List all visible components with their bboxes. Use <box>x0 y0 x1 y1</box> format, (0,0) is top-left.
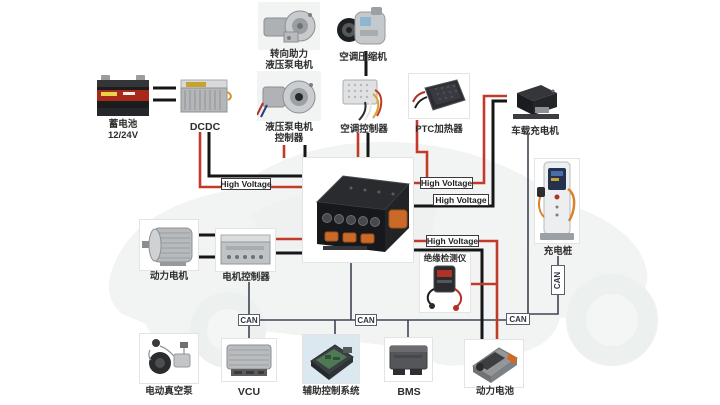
charging-pile-label: 充电桩 <box>543 246 573 257</box>
battery-12v-photo <box>93 71 153 119</box>
high-voltage-label-right-3: High Voltage <box>426 235 479 247</box>
onboard-charger-label: 车载充电机 <box>511 126 559 137</box>
high-voltage-label-right-2: High Voltage <box>433 194 489 206</box>
bms-label: BMS <box>397 386 421 398</box>
can-label-middle: CAN <box>355 314 377 326</box>
traction-battery-label: 动力电池 <box>475 386 514 397</box>
steering-pump-motor-photo <box>258 2 320 50</box>
aux-control-label: 辅助控制系统 <box>302 386 360 397</box>
motor-controller-photo <box>215 228 276 272</box>
traction-battery-photo <box>464 339 524 388</box>
dcdc-photo <box>176 72 234 119</box>
battery-12v-label: 蓄电池 12/24V <box>107 119 139 142</box>
vcu-photo <box>221 338 277 382</box>
vacuum-pump-label: 电动真空泵 <box>145 386 193 397</box>
high-voltage-label-right-1: High Voltage <box>420 177 473 189</box>
ac-compressor-label: 空调压缩机 <box>339 52 387 63</box>
hyd-pump-controller-photo <box>257 71 321 121</box>
insulation-detector-photo <box>419 252 471 313</box>
motor-controller-label: 电机控制器 <box>222 272 270 283</box>
ac-controller-label: 空调控制器 <box>340 124 388 135</box>
ptc-heater-label: PTC加热器 <box>415 124 463 135</box>
vcu-label: VCU <box>237 386 261 398</box>
ac-controller-photo <box>337 76 389 124</box>
charging-pile-photo <box>534 158 580 244</box>
steering-pump-motor-label: 转向助力 液压泵电机 <box>265 49 313 72</box>
insulation-detector-label: 绝缘检测仪 <box>423 253 467 263</box>
aux-control-photo <box>302 334 360 384</box>
bms-photo <box>384 337 433 382</box>
can-label-charging-pile: CAN <box>551 265 565 295</box>
can-label-left: CAN <box>238 314 260 326</box>
pdu-photo <box>302 157 414 263</box>
can-bus-wires <box>248 134 559 339</box>
onboard-charger-photo <box>507 81 564 124</box>
drive-motor-photo <box>139 219 199 271</box>
hyd-pump-controller-label: 液压泵电机 控制器 <box>265 122 313 145</box>
ac-compressor-photo <box>336 4 390 51</box>
drive-motor-label: 动力电机 <box>149 271 188 282</box>
high-voltage-label-left: High Voltage <box>220 178 272 190</box>
hv-black-wires <box>150 51 507 340</box>
hv-battery-pack-black <box>414 248 484 340</box>
hv-dcdc-pdu-black <box>207 132 303 178</box>
hv-ptc-red <box>415 120 429 183</box>
hv-charger-pdu-black <box>414 99 507 208</box>
can-label-right: CAN <box>506 313 530 325</box>
ptc-heater-photo <box>408 73 470 119</box>
dcdc-label: DCDC <box>189 121 221 133</box>
vacuum-pump-photo <box>139 333 199 384</box>
